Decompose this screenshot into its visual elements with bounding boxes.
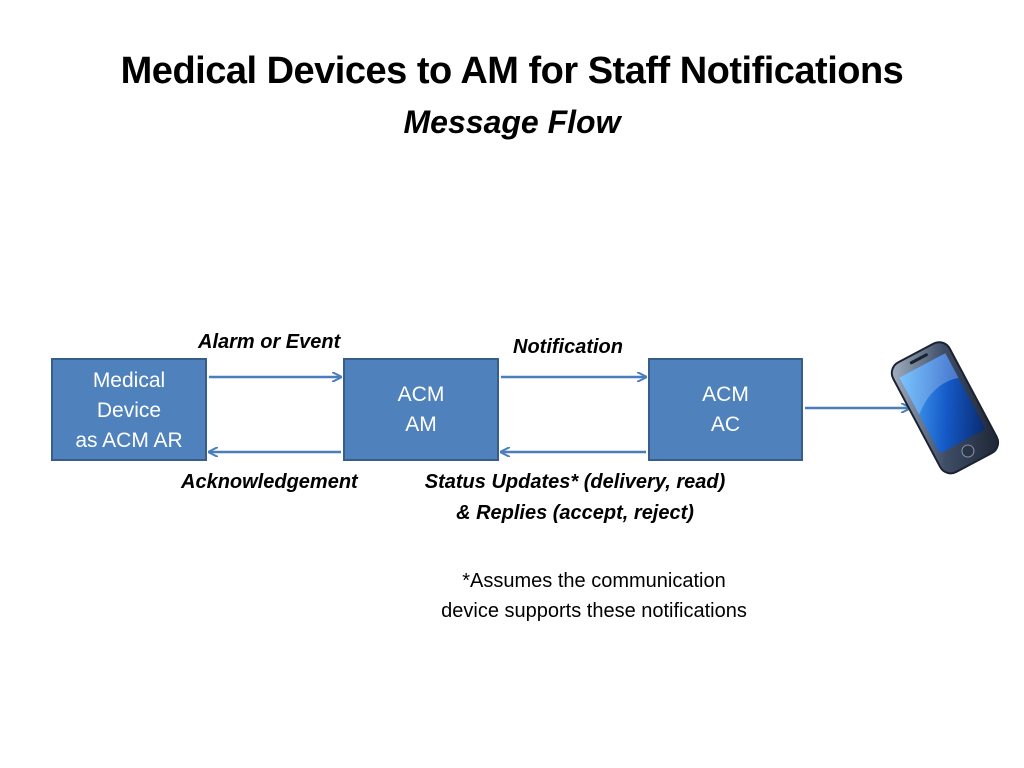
label-alarm-or-event: Alarm or Event [198,331,341,353]
box-ar-line3: as ACM AR [75,429,183,452]
page-subtitle: Message Flow [403,104,621,140]
box-ac-line1: ACM [702,383,749,406]
box-ar-line2: Device [96,399,162,422]
smartphone-icon [890,341,1000,475]
box-medical-device-ar: Medical Device as ACM AR [51,358,207,461]
label-status-updates: Status Updates* (delivery, read) [424,471,726,493]
label-replies: & Replies (accept, reject) [456,502,694,524]
box-ac-line2: AC [710,413,741,436]
footnote-line1: *Assumes the communication [462,570,726,592]
box-acm-ac: ACM AC [648,358,803,461]
footnote-line2: device supports these notifications [441,600,747,622]
box-acm-am: ACM AM [343,358,499,461]
label-acknowledgement: Acknowledgement [181,471,358,493]
box-am-line1: ACM [397,383,445,406]
label-notification: Notification [513,336,623,358]
box-ar-line1: Medical [92,369,166,392]
page-title: Medical Devices to AM for Staff Notifica… [120,50,904,92]
footnote: *Assumes the communication device suppor… [380,566,808,626]
box-am-line2: AM [405,413,437,436]
